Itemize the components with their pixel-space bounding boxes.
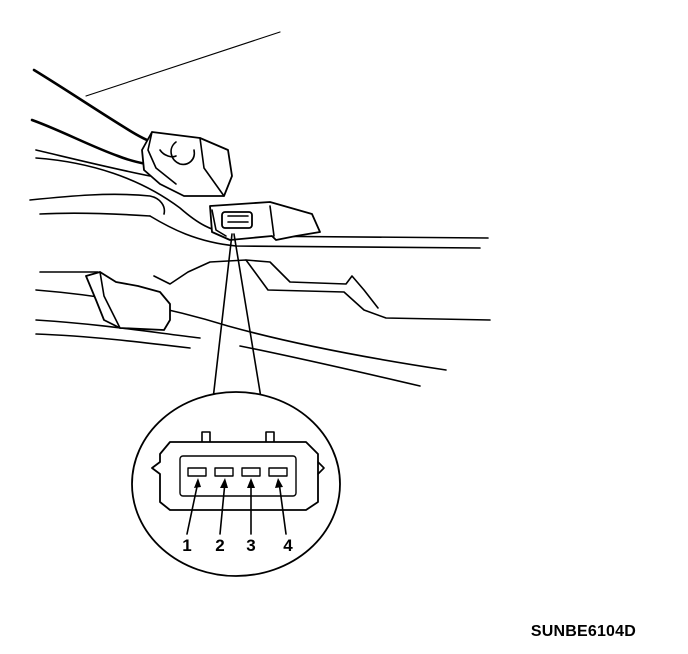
pin-label-1: 1 xyxy=(182,536,191,555)
terminal-pin-4 xyxy=(268,467,288,477)
magnification-lines xyxy=(211,233,263,409)
terminal-pin-3 xyxy=(241,467,261,477)
pin-callout-arrows xyxy=(186,478,287,535)
leader-line xyxy=(85,31,281,97)
terminal-pin-1 xyxy=(187,467,207,477)
engine-body xyxy=(35,157,491,387)
harness-connector xyxy=(141,131,233,197)
pin-label-4: 4 xyxy=(283,536,293,555)
terminal-pins xyxy=(187,467,288,477)
terminal-pin-2 xyxy=(214,467,234,477)
wiring-harness xyxy=(29,68,166,215)
mounting-bracket xyxy=(85,271,171,331)
connector-detail-circle xyxy=(131,391,341,577)
figure-code: SUNBE6104D xyxy=(530,623,636,640)
pin-label-2: 2 xyxy=(215,536,224,555)
sensor-body xyxy=(209,201,321,241)
pin-label-3: 3 xyxy=(246,536,255,555)
